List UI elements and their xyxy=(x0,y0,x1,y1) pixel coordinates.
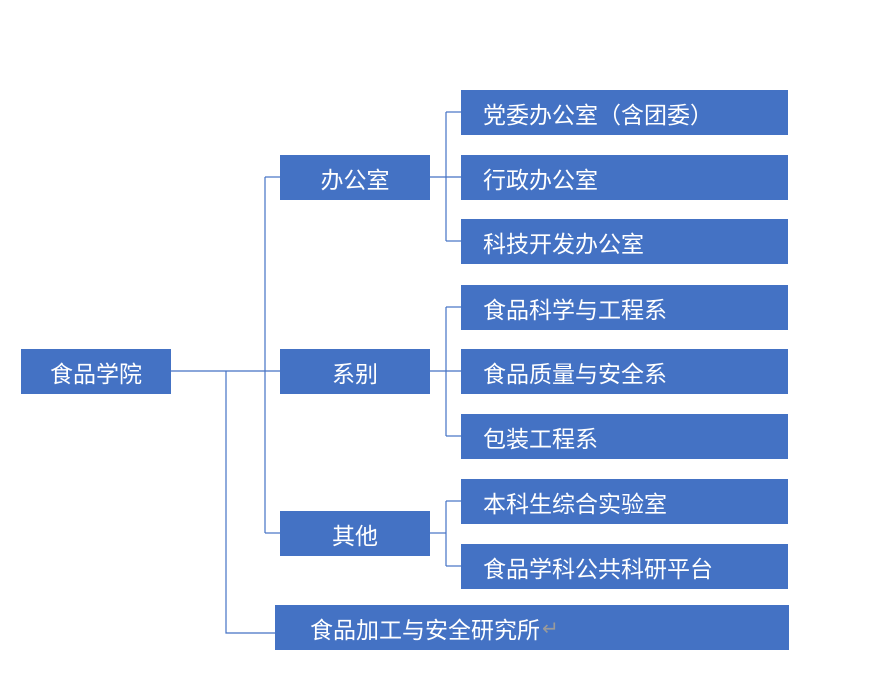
node-departments: 系别 xyxy=(280,349,430,394)
node-admin-office: 行政办公室 xyxy=(461,155,788,200)
root-node: 食品学院 xyxy=(21,349,171,394)
root-label: 食品学院 xyxy=(50,361,142,388)
node-party-office: 党委办公室（含团委） xyxy=(461,90,788,135)
node-research-platform: 食品学科公共科研平台 xyxy=(461,544,788,589)
node-other-label: 其他 xyxy=(332,523,378,550)
node-tech-office: 科技开发办公室 xyxy=(461,219,788,264)
node-undergrad-lab: 本科生综合实验室 xyxy=(461,479,788,524)
node-packaging-dept-label: 包装工程系 xyxy=(483,426,598,453)
node-other: 其他 xyxy=(280,511,430,556)
node-office: 办公室 xyxy=(280,155,430,200)
node-food-quality-dept: 食品质量与安全系 xyxy=(461,349,788,394)
node-departments-label: 系别 xyxy=(332,361,378,388)
return-mark-icon: ↵ xyxy=(542,615,559,640)
node-food-quality-dept-label: 食品质量与安全系 xyxy=(483,361,667,388)
node-undergrad-lab-label: 本科生综合实验室 xyxy=(483,491,667,518)
node-food-institute: 食品加工与安全研究所 ↵ xyxy=(275,605,789,650)
node-food-science-dept-label: 食品科学与工程系 xyxy=(483,297,667,324)
node-admin-office-label: 行政办公室 xyxy=(483,167,598,194)
node-research-platform-label: 食品学科公共科研平台 xyxy=(483,556,713,583)
node-tech-office-label: 科技开发办公室 xyxy=(483,231,644,258)
node-food-institute-label: 食品加工与安全研究所 xyxy=(310,617,540,644)
node-party-office-label: 党委办公室（含团委） xyxy=(483,102,713,129)
node-packaging-dept: 包装工程系 xyxy=(461,414,788,459)
node-food-science-dept: 食品科学与工程系 xyxy=(461,285,788,330)
node-office-label: 办公室 xyxy=(320,167,390,194)
